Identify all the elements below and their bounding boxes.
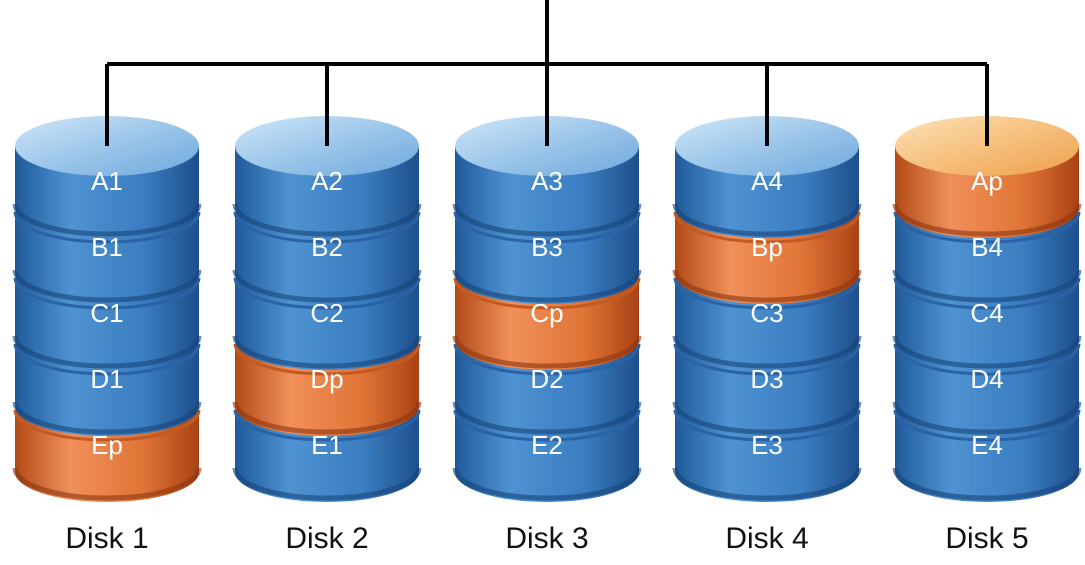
block-seam bbox=[452, 467, 642, 501]
block-label: A1 bbox=[91, 166, 123, 196]
block-seam bbox=[452, 269, 642, 303]
block-rim bbox=[13, 211, 201, 244]
block-side bbox=[675, 212, 859, 304]
disk-label: Disk 5 bbox=[945, 522, 1028, 555]
block-seam bbox=[12, 401, 202, 435]
block-seam bbox=[232, 203, 422, 237]
disk-label: Disk 3 bbox=[505, 522, 588, 555]
block-rim bbox=[233, 211, 421, 244]
block-label: A4 bbox=[751, 166, 783, 196]
block-seam bbox=[12, 467, 202, 501]
block-seam bbox=[892, 335, 1082, 369]
parity-block: Ep bbox=[12, 409, 202, 502]
block-seam bbox=[672, 269, 862, 303]
block-seam bbox=[452, 401, 642, 435]
block-rim bbox=[893, 343, 1081, 376]
block-rim bbox=[233, 343, 421, 376]
block-side bbox=[895, 344, 1079, 436]
block-rim bbox=[453, 343, 641, 376]
block-seam bbox=[892, 401, 1082, 435]
block-rim bbox=[893, 211, 1081, 244]
data-block: D2 bbox=[452, 343, 642, 436]
block-side bbox=[15, 278, 199, 370]
bus-connector bbox=[105, 0, 989, 146]
block-side bbox=[15, 344, 199, 436]
block-side bbox=[235, 344, 419, 436]
block-side bbox=[15, 410, 199, 502]
block-side bbox=[675, 344, 859, 436]
block-seam bbox=[672, 203, 862, 237]
block-seam bbox=[232, 335, 422, 369]
block-seam bbox=[672, 401, 862, 435]
block-seam bbox=[672, 467, 862, 501]
block-side bbox=[235, 212, 419, 304]
parity-block: Cp bbox=[452, 277, 642, 370]
block-seam bbox=[232, 467, 422, 501]
block-seam bbox=[12, 203, 202, 237]
data-block: E2 bbox=[452, 409, 642, 502]
block-side bbox=[455, 344, 639, 436]
block-seam bbox=[12, 335, 202, 369]
block-seam bbox=[452, 335, 642, 369]
block-rim bbox=[673, 343, 861, 376]
block-seam bbox=[452, 203, 642, 237]
block-rim bbox=[453, 277, 641, 310]
block-rim bbox=[233, 409, 421, 442]
block-side bbox=[455, 410, 639, 502]
block-label: A3 bbox=[531, 166, 563, 196]
disk-label: Disk 4 bbox=[725, 522, 808, 555]
parity-block: Dp bbox=[232, 343, 422, 436]
block-side bbox=[235, 278, 419, 370]
data-block: E3 bbox=[672, 409, 862, 502]
block-rim bbox=[13, 343, 201, 376]
block-side bbox=[15, 212, 199, 304]
block-side bbox=[235, 410, 419, 502]
block-label: Ap bbox=[971, 166, 1003, 196]
block-seam bbox=[892, 467, 1082, 501]
block-side bbox=[895, 212, 1079, 304]
block-rim bbox=[453, 211, 641, 244]
block-seam bbox=[232, 401, 422, 435]
block-side bbox=[675, 278, 859, 370]
disk-label: Disk 2 bbox=[285, 522, 368, 555]
block-rim bbox=[233, 277, 421, 310]
block-side bbox=[675, 410, 859, 502]
block-seam bbox=[672, 335, 862, 369]
block-side bbox=[895, 278, 1079, 370]
disk-label: Disk 1 bbox=[65, 522, 148, 555]
block-seam bbox=[892, 203, 1082, 237]
block-rim bbox=[673, 277, 861, 310]
block-rim bbox=[673, 409, 861, 442]
block-rim bbox=[893, 277, 1081, 310]
block-seam bbox=[892, 269, 1082, 303]
block-rim bbox=[673, 211, 861, 244]
block-side bbox=[455, 278, 639, 370]
block-seam bbox=[232, 269, 422, 303]
block-rim bbox=[453, 409, 641, 442]
data-block: B1 bbox=[12, 211, 202, 304]
block-seam bbox=[12, 269, 202, 303]
block-rim bbox=[13, 409, 201, 442]
block-side bbox=[455, 212, 639, 304]
block-side bbox=[895, 410, 1079, 502]
block-rim bbox=[13, 277, 201, 310]
block-label: A2 bbox=[311, 166, 343, 196]
data-block: B2 bbox=[232, 211, 422, 304]
block-rim bbox=[893, 409, 1081, 442]
